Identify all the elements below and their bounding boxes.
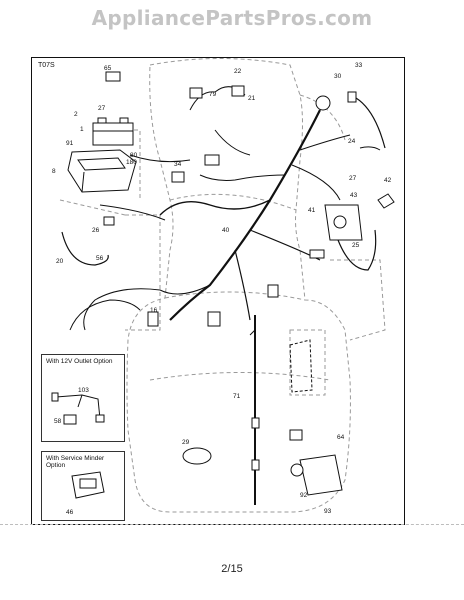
part-92 <box>290 463 304 477</box>
inset-12v-outlet: With 12V Outlet Option 103 58 <box>41 354 125 442</box>
callout-29: 29 <box>182 439 190 446</box>
part-21 <box>231 85 245 97</box>
inset-12v-outlet-title: With 12V Outlet Option <box>46 358 113 365</box>
part-panel <box>289 339 313 393</box>
tractor-outline <box>59 58 386 513</box>
connector-c <box>309 249 325 259</box>
part-79 <box>189 87 203 99</box>
main-harness <box>83 86 351 331</box>
callout-42: 42 <box>384 177 392 184</box>
part-33 <box>347 91 357 103</box>
part-switch <box>289 429 303 441</box>
callout-labels: 65 22 27 2 1 91 80 180 8 79 21 30 33 24 … <box>52 62 392 515</box>
lead-71 <box>249 315 260 505</box>
callout-24: 24 <box>348 138 356 145</box>
callout-30: 30 <box>334 73 342 80</box>
callout-27b: 27 <box>349 175 357 182</box>
callout-40: 40 <box>222 227 230 234</box>
loose-cables <box>61 97 386 331</box>
part-80 <box>204 154 220 166</box>
callout-58: 58 <box>54 418 62 425</box>
callout-180: 180 <box>126 159 137 166</box>
callout-21: 21 <box>248 95 256 102</box>
page-cut-line <box>0 524 464 525</box>
components <box>103 71 395 496</box>
callout-2: 2 <box>74 111 78 118</box>
callout-71: 71 <box>233 393 241 400</box>
inset-service-minder-art: 46 <box>66 471 105 516</box>
callout-33: 33 <box>355 62 363 69</box>
callout-8: 8 <box>52 168 56 175</box>
inset-service-minder-title: With Service Minder Option <box>46 455 105 469</box>
part-42 <box>377 193 395 209</box>
callout-56: 56 <box>96 255 104 262</box>
callout-46: 46 <box>66 509 74 516</box>
callout-41: 41 <box>308 207 316 214</box>
callout-93: 93 <box>324 508 332 515</box>
outlet-58 <box>63 414 77 425</box>
callout-26: 26 <box>92 227 100 234</box>
part-29 <box>182 447 212 465</box>
callout-25: 25 <box>352 242 360 249</box>
callout-103: 103 <box>78 387 89 394</box>
callout-1: 1 <box>80 126 84 133</box>
callout-91: 91 <box>66 140 74 147</box>
watermark: AppliancePartsPros.com <box>91 6 373 30</box>
part-64 <box>299 454 343 496</box>
callout-16: 16 <box>150 307 158 314</box>
part-34 <box>171 171 185 183</box>
part-65 <box>105 71 121 82</box>
callout-20: 20 <box>56 258 64 265</box>
connector-b <box>267 284 279 298</box>
diagram-code: T07S <box>38 62 55 69</box>
callout-80: 80 <box>130 152 138 159</box>
part-16 <box>147 311 159 327</box>
callout-65: 65 <box>104 65 112 72</box>
callout-27: 27 <box>98 105 106 112</box>
callout-64: 64 <box>337 434 345 441</box>
callout-43: 43 <box>350 192 358 199</box>
connector <box>207 311 221 327</box>
callout-79: 79 <box>209 91 217 98</box>
inset-12v-outlet-art: 103 58 <box>51 387 105 425</box>
inset-service-minder: With Service Minder Option 46 <box>41 451 125 521</box>
page-number: 2/15 <box>221 563 243 575</box>
battery-assembly <box>67 117 137 193</box>
callout-22: 22 <box>234 68 242 75</box>
callout-92: 92 <box>300 492 308 499</box>
switch-30 <box>315 95 331 111</box>
callout-34: 34 <box>174 161 182 168</box>
part-28 <box>103 216 115 226</box>
solenoid-43 <box>324 204 363 241</box>
